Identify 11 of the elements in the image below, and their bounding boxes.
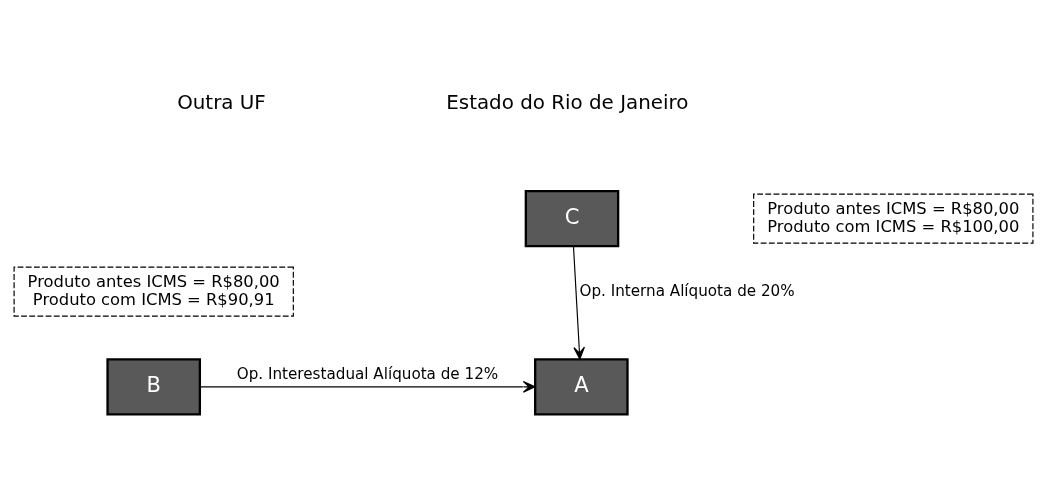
node-box: B bbox=[106, 357, 202, 415]
label: Estado do Rio de Janeiro bbox=[446, 90, 689, 114]
node-box: A bbox=[534, 357, 629, 415]
label: Outra UF bbox=[177, 90, 266, 114]
node-box: Produto antes ICMS = R$80,00 Produto com ICMS = R$90,91 bbox=[13, 266, 294, 317]
arrow bbox=[572, 245, 585, 360]
node-box: C bbox=[524, 189, 620, 247]
arrow bbox=[199, 380, 536, 393]
node-box: Produto antes ICMS = R$80,00 Produto com ICMS = R$100,00 bbox=[753, 193, 1034, 244]
edge-label: Op. Interna Alíquota de 20% bbox=[579, 281, 795, 300]
edge-label: Op. Interestadual Alíquota de 12% bbox=[236, 364, 499, 383]
